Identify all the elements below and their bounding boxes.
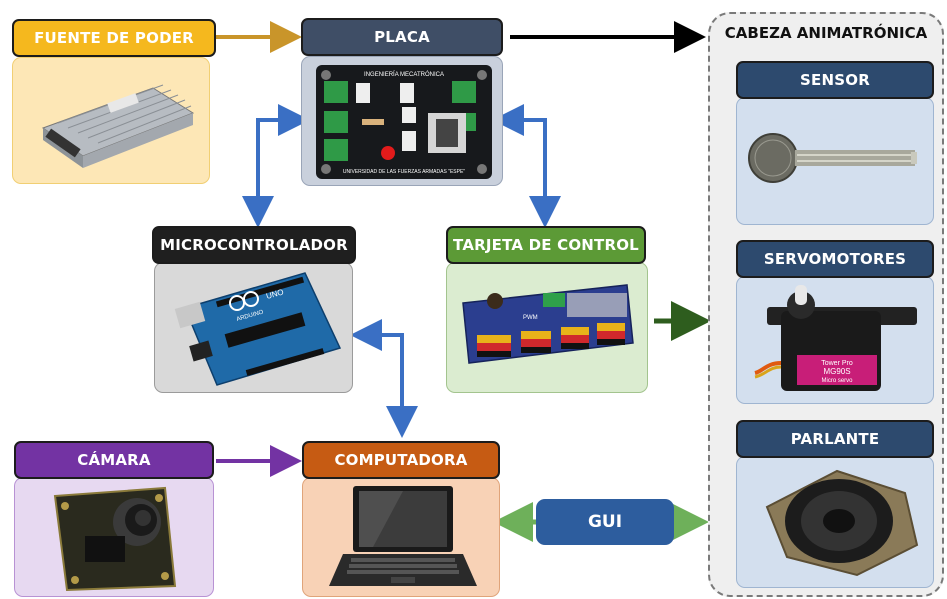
pwm-driver-board-icon: PWM (462, 284, 634, 364)
pwm-text: PWM (523, 315, 538, 321)
laptop-icon (329, 486, 477, 586)
computadora-label: COMPUTADORA (334, 451, 468, 469)
arrow-placa-tarjeta (492, 104, 561, 228)
gui-box: GUI (536, 499, 674, 545)
servo-type-text: Micro servo (821, 378, 853, 384)
camara-image (14, 477, 214, 597)
pcb-board-icon: INGENIERÍA MECATRÓNICA UNIVERSIDAD DE LA… (316, 65, 492, 179)
speaker-icon (765, 469, 919, 577)
arrow-microcontrolador-computadora (350, 319, 418, 438)
placa-header: PLACA (301, 18, 503, 56)
arrow-placa-microcontrolador (242, 104, 310, 228)
arduino-board-icon: ARDUINO UNO (174, 272, 342, 386)
camara-header: CÁMARA (14, 441, 214, 479)
servo-brand-text: Tower Pro (821, 360, 853, 367)
pcb-top-text: INGENIERÍA MECATRÓNICA (364, 71, 444, 78)
microcontrolador-image: ARDUINO UNO (154, 262, 353, 393)
fuente-label: FUENTE DE PODER (34, 29, 194, 47)
tarjeta-image: PWM (446, 262, 648, 393)
sensor-image (736, 97, 934, 225)
gui-label: GUI (587, 512, 623, 532)
servomotores-image: Tower Pro MG90S Micro servo (736, 276, 934, 404)
parlante-label: PARLANTE (790, 430, 880, 448)
parlante-header: PARLANTE (736, 420, 934, 458)
sensor-label: SENSOR (800, 71, 870, 89)
parlante-image (736, 456, 934, 588)
tarjeta-header: TARJETA DE CONTROL (446, 226, 646, 264)
microcontrolador-label: MICROCONTROLADOR (160, 236, 348, 254)
fuente-image (12, 57, 210, 184)
power-supply-icon (41, 84, 195, 168)
placa-image: INGENIERÍA MECATRÓNICA UNIVERSIDAD DE LA… (301, 56, 503, 186)
computadora-header: COMPUTADORA (302, 441, 500, 479)
computadora-image (302, 477, 500, 597)
force-sensor-icon (748, 133, 917, 183)
microcontrolador-header: MICROCONTROLADOR (152, 226, 356, 264)
camara-label: CÁMARA (77, 451, 151, 469)
pcb-bottom-text: UNIVERSIDAD DE LAS FUERZAS ARMADAS "ESPE… (343, 169, 465, 175)
group-title: CABEZA ANIMATRÓNICA (724, 24, 928, 42)
fuente-header: FUENTE DE PODER (12, 19, 216, 57)
camera-module-icon (53, 486, 177, 592)
servomotores-label: SERVOMOTORES (763, 250, 907, 268)
servomotores-header: SERVOMOTORES (736, 240, 934, 278)
placa-label: PLACA (374, 28, 430, 46)
sensor-header: SENSOR (736, 61, 934, 99)
servo-model-text: MG90S (823, 367, 850, 376)
servo-motor-icon: Tower Pro MG90S Micro servo (754, 285, 917, 391)
tarjeta-label: TARJETA DE CONTROL (453, 236, 639, 254)
